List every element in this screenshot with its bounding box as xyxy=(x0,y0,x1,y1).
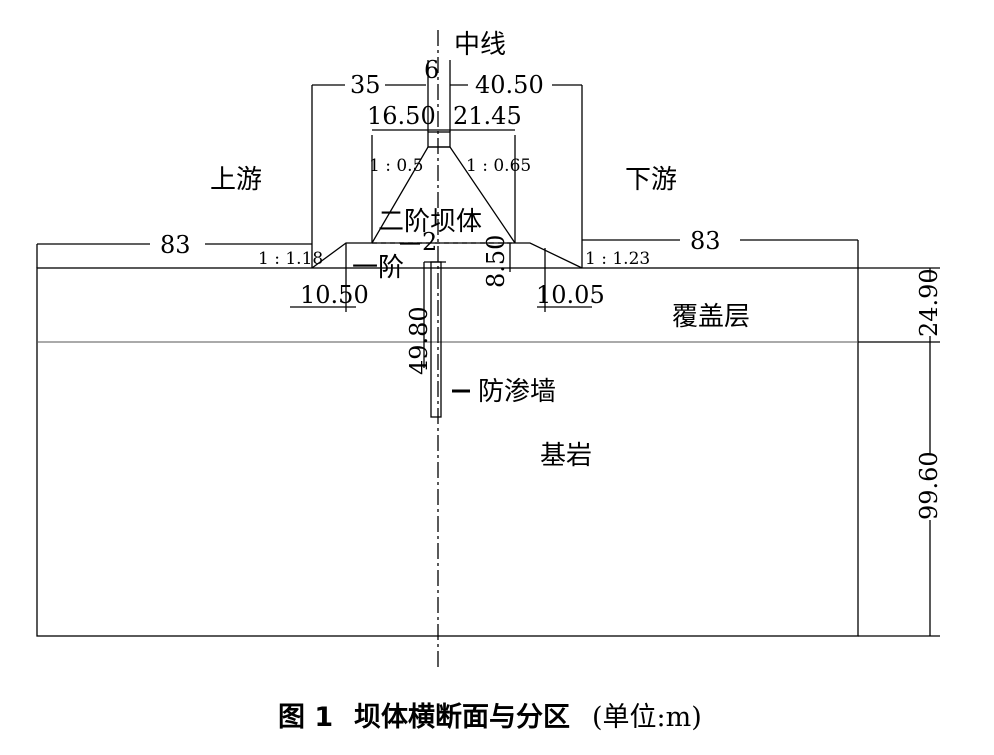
figure-unit: (单位:m) xyxy=(592,702,702,733)
stage2-downstream-dim: 21.45 xyxy=(453,102,522,130)
stage1-offset-dim: 2 xyxy=(422,228,437,256)
figure-number: 图 1 xyxy=(278,702,333,733)
bedrock-depth-dim: 99.60 xyxy=(915,451,943,520)
stage2-up-slope: 1 : 0.5 xyxy=(369,156,423,176)
figure-title: 坝体横断面与分区 xyxy=(354,702,570,733)
downstream-toe-dim: 10.05 xyxy=(536,281,605,309)
crest-width-dim: 6 xyxy=(424,56,439,84)
upstream-label: 上游 xyxy=(210,165,262,195)
upstream-slope: 1 : 1.18 xyxy=(258,249,323,269)
downstream-berm-dim: 83 xyxy=(690,227,721,255)
wall-depth-dim: 49.80 xyxy=(405,306,433,375)
downstream-slope: 1 : 1.23 xyxy=(585,249,650,269)
bedrock-label: 基岩 xyxy=(540,441,592,471)
stage2-body-label: 二阶坝体 xyxy=(378,207,482,237)
cutoff-wall-label: 防渗墙 xyxy=(478,377,556,407)
stage1-height-dim: 8.50 xyxy=(482,235,510,288)
downstream-top-dim: 40.50 xyxy=(475,71,544,99)
crest-block xyxy=(427,131,451,148)
stage1-label: 一阶 xyxy=(352,253,404,283)
stage2-down-slope: 1 : 0.65 xyxy=(466,156,531,176)
overburden-label: 覆盖层 xyxy=(672,302,750,332)
overburden-depth-dim: 24.90 xyxy=(915,268,943,337)
downstream-label: 下游 xyxy=(625,165,677,195)
foundation-outline xyxy=(36,267,859,637)
upstream-top-dim: 35 xyxy=(350,71,381,99)
upstream-toe-dim: 10.50 xyxy=(300,281,369,309)
stage2-upstream-dim: 16.50 xyxy=(367,102,436,130)
upstream-berm-dim: 83 xyxy=(160,231,191,259)
centerline-label: 中线 xyxy=(454,30,506,60)
